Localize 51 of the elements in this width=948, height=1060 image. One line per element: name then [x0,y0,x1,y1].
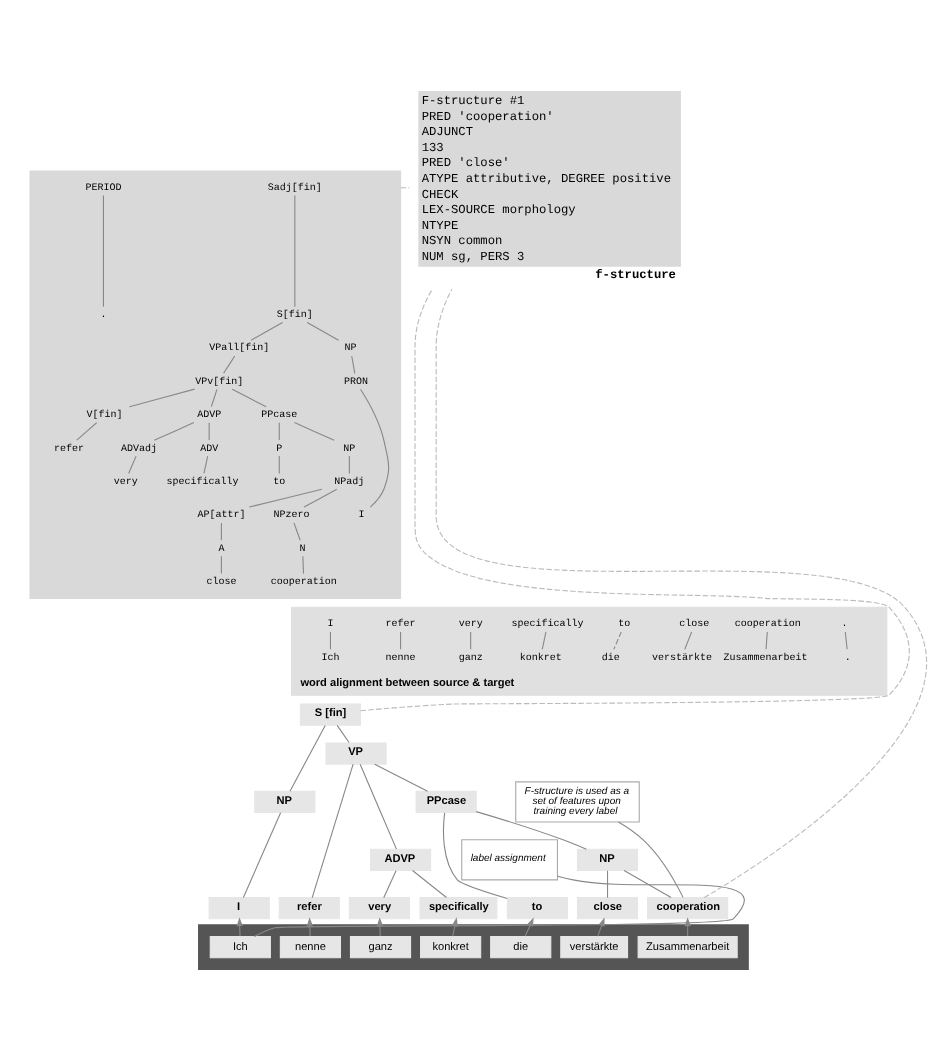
connector [302,554,305,574]
connector [289,723,326,791]
connector [231,387,267,407]
arrow [236,916,243,936]
connector [293,421,335,440]
connector [306,321,340,340]
connector [541,630,547,649]
connector [203,454,209,474]
connector [102,193,104,307]
connector [412,868,447,898]
connector [153,421,195,440]
connector [359,762,397,849]
connector [383,869,397,898]
connector [76,421,98,440]
connector [360,387,390,507]
connector [223,354,236,373]
connector [311,762,354,898]
connector [293,521,301,540]
connector [400,186,410,188]
connector [210,387,218,407]
arrow [451,916,458,936]
connector [435,287,928,898]
connector [617,820,684,897]
connector [294,193,296,307]
arrow [597,916,605,936]
connector [128,454,137,474]
arrow [684,916,691,936]
connector [613,630,622,649]
connector [242,811,282,898]
connector [351,354,356,373]
arrow [376,916,384,936]
connector [253,874,745,937]
connector [765,630,768,649]
connector [360,287,910,711]
connector [250,321,284,340]
connector [844,630,848,649]
arrow [524,916,534,936]
connector [128,387,196,407]
connector [336,723,350,743]
connector [442,811,508,899]
connector [374,762,429,791]
arrow [306,916,313,936]
connector [220,554,222,574]
cluster [290,605,888,695]
cluster [29,169,402,598]
connector [248,487,323,507]
connector [623,868,672,898]
connector [606,869,609,898]
connector [475,810,587,849]
connector [684,630,693,649]
connector [303,487,338,507]
